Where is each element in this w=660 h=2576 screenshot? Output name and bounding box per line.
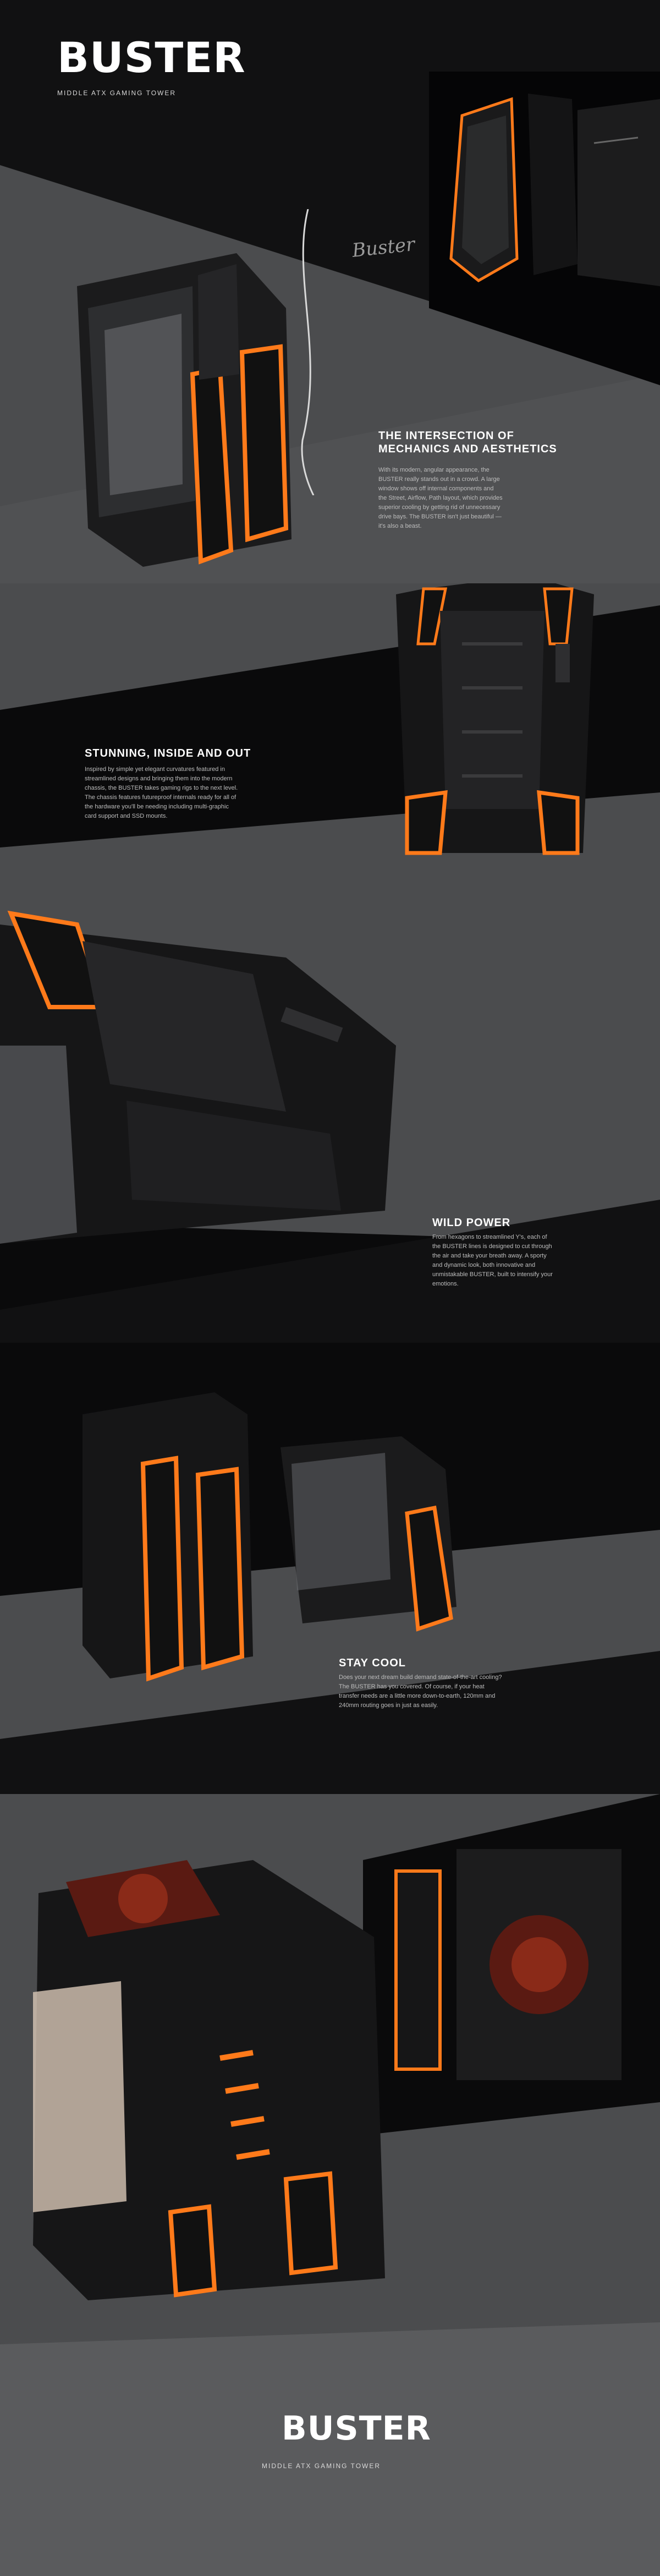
hero-subtitle: MIDDLE ATX GAMING TOWER xyxy=(57,89,177,97)
footer-title: BUSTER xyxy=(282,2409,431,2448)
intersection-heading: THE INTERSECTION OF MECHANICS AND AESTHE… xyxy=(378,429,557,456)
stay-cool-heading: STAY COOL xyxy=(339,1657,406,1669)
hero-title: BUSTER xyxy=(57,33,246,82)
stunning-heading: STUNNING, INSIDE AND OUT xyxy=(85,747,251,759)
case-cooling-image xyxy=(33,1860,385,2300)
case-hero-image xyxy=(77,253,292,567)
case-closeup-image xyxy=(449,94,660,286)
footer-subtitle: MIDDLE ATX GAMING TOWER xyxy=(262,2462,381,2470)
stay-cool-section: STAY COOL Does your next dream build dem… xyxy=(0,1343,660,1794)
hero-section: BUSTER MIDDLE ATX GAMING TOWER Buster TH… xyxy=(0,0,660,583)
stay-cool-body: Does your next dream build demand state-… xyxy=(339,1674,502,1709)
wild-power-body: From hexagons to streamlined Y's, each o… xyxy=(432,1234,553,1288)
final-section: BUSTER MIDDLE ATX GAMING TOWER xyxy=(0,1794,660,2576)
case-angle-image xyxy=(0,910,396,1244)
case-pair-image xyxy=(82,1392,457,1682)
stunning-section: STUNNING, INSIDE AND OUT Inspired by sim… xyxy=(0,583,660,914)
case-grille-image xyxy=(394,1849,622,2080)
sketch-curve xyxy=(301,209,315,495)
intersection-heading-line2: MECHANICS AND AESTHETICS xyxy=(378,443,557,455)
stunning-body: Inspired by simple yet elegant curvature… xyxy=(85,766,238,820)
case-front-image xyxy=(396,583,594,855)
intersection-body: With its modern, angular appearance, the… xyxy=(378,467,503,530)
wild-power-section: WILD POWER From hexagons to streamlined … xyxy=(0,892,660,1343)
intersection-heading-line1: THE INTERSECTION OF xyxy=(378,430,514,442)
wild-power-heading: WILD POWER xyxy=(432,1217,511,1229)
